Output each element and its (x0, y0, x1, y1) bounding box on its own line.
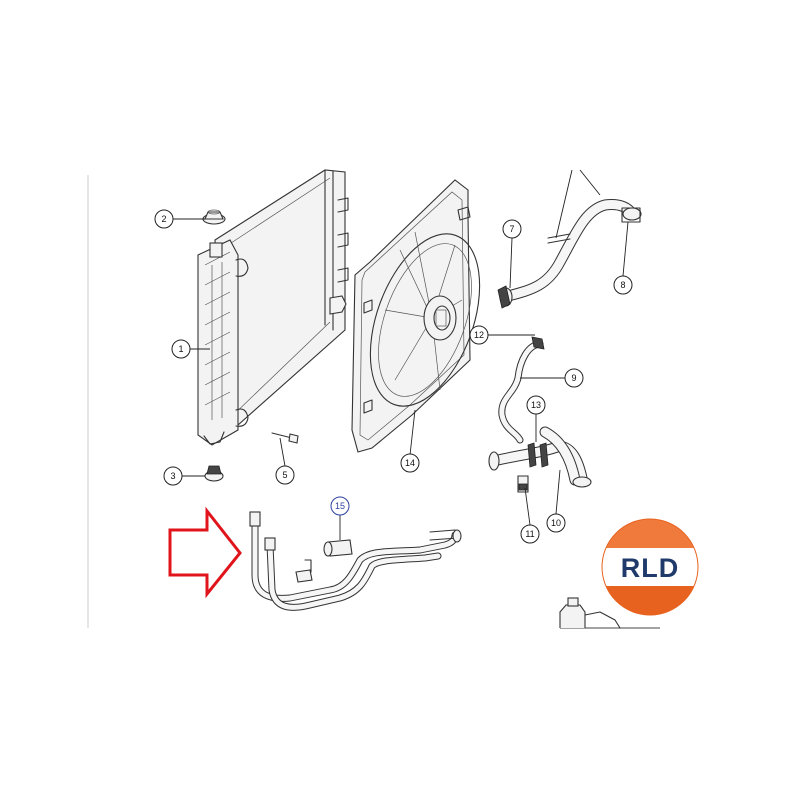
callout-9: 9 (564, 368, 584, 388)
lower-hose-assembly (488, 336, 592, 493)
leader-lines (173, 169, 629, 540)
logo-text: RLD (621, 553, 680, 583)
callout-12-label: 12 (474, 330, 484, 340)
callout-13: 13 (526, 395, 546, 415)
callout-1-label: 1 (178, 344, 183, 354)
callout-11-label: 11 (525, 529, 534, 539)
callout-12: 12 (469, 325, 489, 345)
callout-3-label: 3 (170, 471, 175, 481)
callout-14-label: 14 (405, 458, 415, 468)
rld-logo: RLD (601, 518, 699, 616)
callout-15: 15 (330, 496, 350, 516)
callout-1: 1 (171, 339, 191, 359)
callout-5-label: 5 (282, 470, 287, 480)
callout-8: 8 (613, 275, 633, 295)
callout-10: 10 (546, 513, 566, 533)
callout-11: 11 (520, 524, 540, 544)
partial-component (559, 597, 621, 629)
callout-2-label: 2 (161, 214, 166, 224)
fan-shroud (351, 179, 481, 453)
callout-13-label: 13 (531, 400, 541, 410)
logo-band (602, 548, 698, 586)
radiator-cap (202, 209, 226, 225)
callout-14: 14 (400, 453, 420, 473)
highlight-arrow (168, 506, 242, 599)
callout-7: 7 (502, 219, 522, 239)
drain-cock (204, 465, 224, 482)
callout-7-label: 7 (509, 224, 514, 234)
callout-3: 3 (163, 466, 183, 486)
callout-8-label: 8 (620, 280, 625, 290)
callout-9-label: 9 (571, 373, 576, 383)
callout-15-label: 15 (335, 501, 345, 511)
callout-2: 2 (154, 209, 174, 229)
callout-5: 5 (275, 465, 295, 485)
callout-10-label: 10 (551, 518, 561, 528)
upper-radiator-hose (497, 199, 642, 309)
bolt (271, 432, 299, 444)
radiator (197, 169, 349, 446)
heater-tube-assembly (249, 511, 462, 611)
